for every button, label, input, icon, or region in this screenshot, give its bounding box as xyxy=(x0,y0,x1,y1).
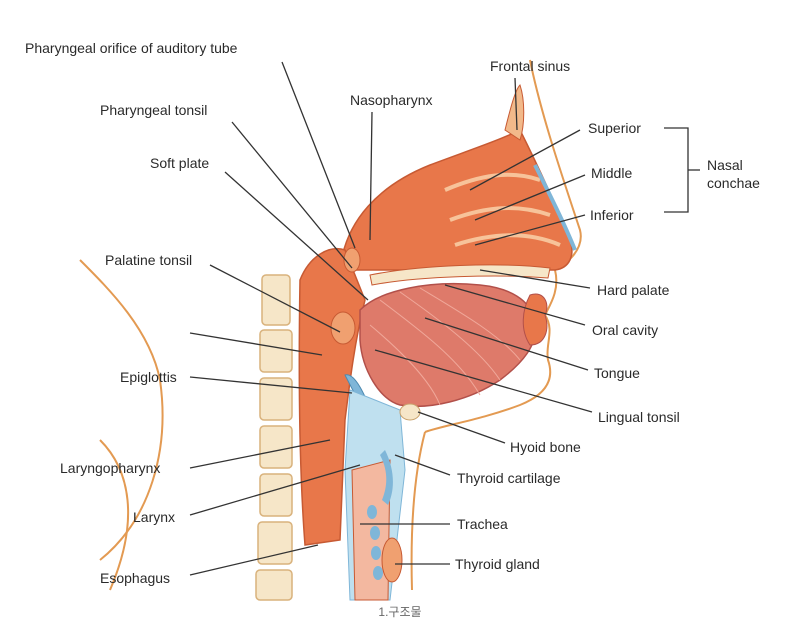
label-oral-cavity: Oral cavity xyxy=(592,322,658,338)
label-thyroid-cartilage: Thyroid cartilage xyxy=(457,470,561,486)
label-nasal-conchae-2: conchae xyxy=(707,175,760,191)
label-laryngopharynx: Laryngopharynx xyxy=(60,460,160,476)
leader-lines xyxy=(189,61,700,576)
label-pharyngeal-orifice: Pharyngeal orifice of auditory tube xyxy=(25,40,238,56)
label-larynx: Larynx xyxy=(133,509,175,525)
label-epiglottis: Epiglottis xyxy=(120,369,177,385)
hard-palate xyxy=(369,264,551,286)
label-pharyngeal-tonsil: Pharyngeal tonsil xyxy=(100,102,207,118)
label-inferior: Inferior xyxy=(590,207,634,223)
label-middle: Middle xyxy=(591,165,632,181)
label-trachea: Trachea xyxy=(457,516,508,532)
label-soft-plate: Soft plate xyxy=(150,155,209,171)
nasal-cavity xyxy=(339,128,573,271)
label-thyroid-gland: Thyroid gland xyxy=(455,556,540,572)
palatine-tonsil-shape xyxy=(330,311,356,345)
tracheal-rings xyxy=(367,450,393,580)
frontal-sinus xyxy=(504,84,525,141)
label-lingual-tonsil: Lingual tonsil xyxy=(598,409,680,425)
label-superior: Superior xyxy=(588,120,641,136)
lips xyxy=(522,293,548,346)
label-nasopharynx: Nasopharynx xyxy=(350,92,433,108)
pharyngeal-tonsil-shape xyxy=(343,247,361,273)
tongue-body xyxy=(359,282,537,408)
neck-outline xyxy=(410,431,426,591)
label-frontal-sinus: Frontal sinus xyxy=(490,58,570,74)
figure-caption: 1.구조물 xyxy=(378,605,421,619)
thyroid-gland-shape xyxy=(381,537,403,583)
label-esophagus: Esophagus xyxy=(100,570,170,586)
hyoid-bone-shape xyxy=(399,403,421,421)
label-hard-palate: Hard palate xyxy=(597,282,670,298)
label-palatine-tonsil: Palatine tonsil xyxy=(105,252,192,268)
nasal-cartilage xyxy=(533,164,577,251)
label-nasal-conchae-1: Nasal xyxy=(707,157,743,173)
label-hyoid-bone: Hyoid bone xyxy=(510,439,581,455)
label-tongue: Tongue xyxy=(594,365,640,381)
tongue-fibers xyxy=(369,287,521,406)
vertebral-column xyxy=(255,274,293,601)
